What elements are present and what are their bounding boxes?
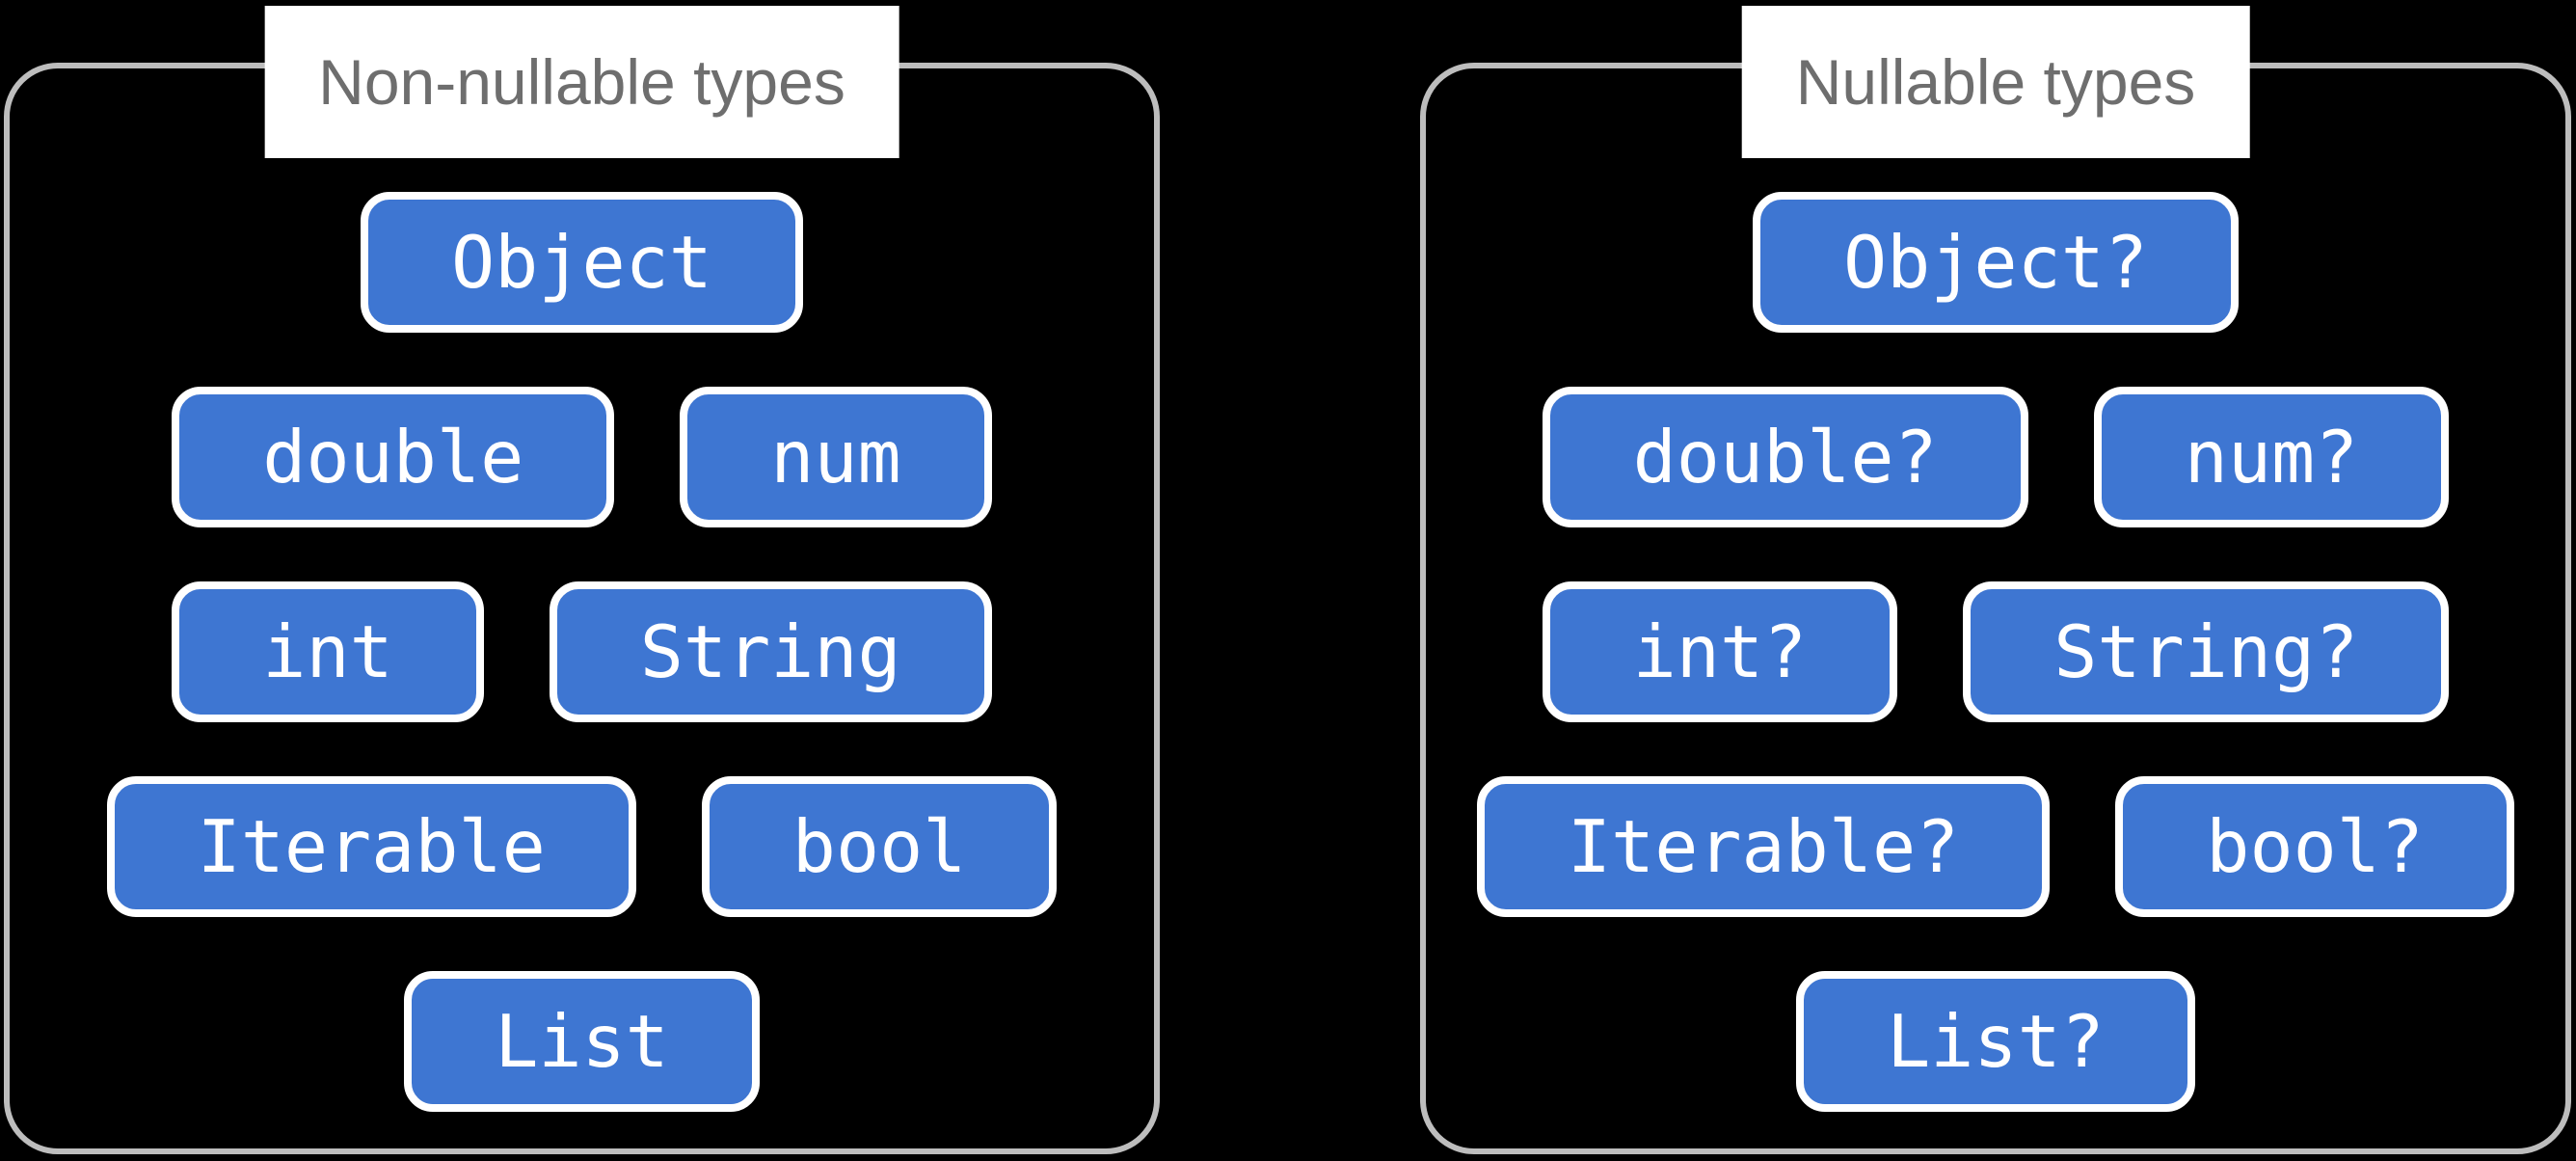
type-row: double? num? [1542,387,2450,527]
type-box-int-nullable: int? [1542,581,1898,722]
panel-title-nullable: Nullable types [1741,6,2250,158]
type-box-bool-nullable: bool? [2115,776,2515,917]
panel-nullable-types: Nullable types Object? double? num? int?… [1420,6,2571,1154]
type-box-iterable-nullable: Iterable? [1476,776,2051,917]
type-box-iterable: Iterable [106,776,636,917]
type-box-double: double [172,387,615,527]
type-box-num-nullable: num? [2093,387,2450,527]
type-box-bool: bool [701,776,1058,917]
panel-title-non-nullable: Non-nullable types [264,6,899,158]
type-box-string-nullable: String? [1963,581,2450,722]
type-row: int? String? [1542,581,2450,722]
type-row: Object? [1752,192,2240,333]
type-box-object: Object [361,192,803,333]
type-row: List [404,971,760,1112]
panel-non-nullable-types: Non-nullable types Object double num int… [4,6,1160,1154]
type-row: Object [361,192,803,333]
type-rows-non-nullable: Object double num int String Iterable bo… [10,192,1154,1112]
type-row: int String [172,581,992,722]
type-box-object-nullable: Object? [1752,192,2240,333]
type-row: double num [172,387,992,527]
type-row: List? [1796,971,2195,1112]
type-rows-nullable: Object? double? num? int? String? Iterab… [1426,192,2565,1112]
type-box-int: int [172,581,484,722]
type-box-list-nullable: List? [1796,971,2195,1112]
type-row: Iterable bool [106,776,1058,917]
type-box-num: num [680,387,992,527]
type-box-string: String [549,581,992,722]
type-box-list: List [404,971,760,1112]
type-box-double-nullable: double? [1542,387,2028,527]
type-row: Iterable? bool? [1476,776,2515,917]
